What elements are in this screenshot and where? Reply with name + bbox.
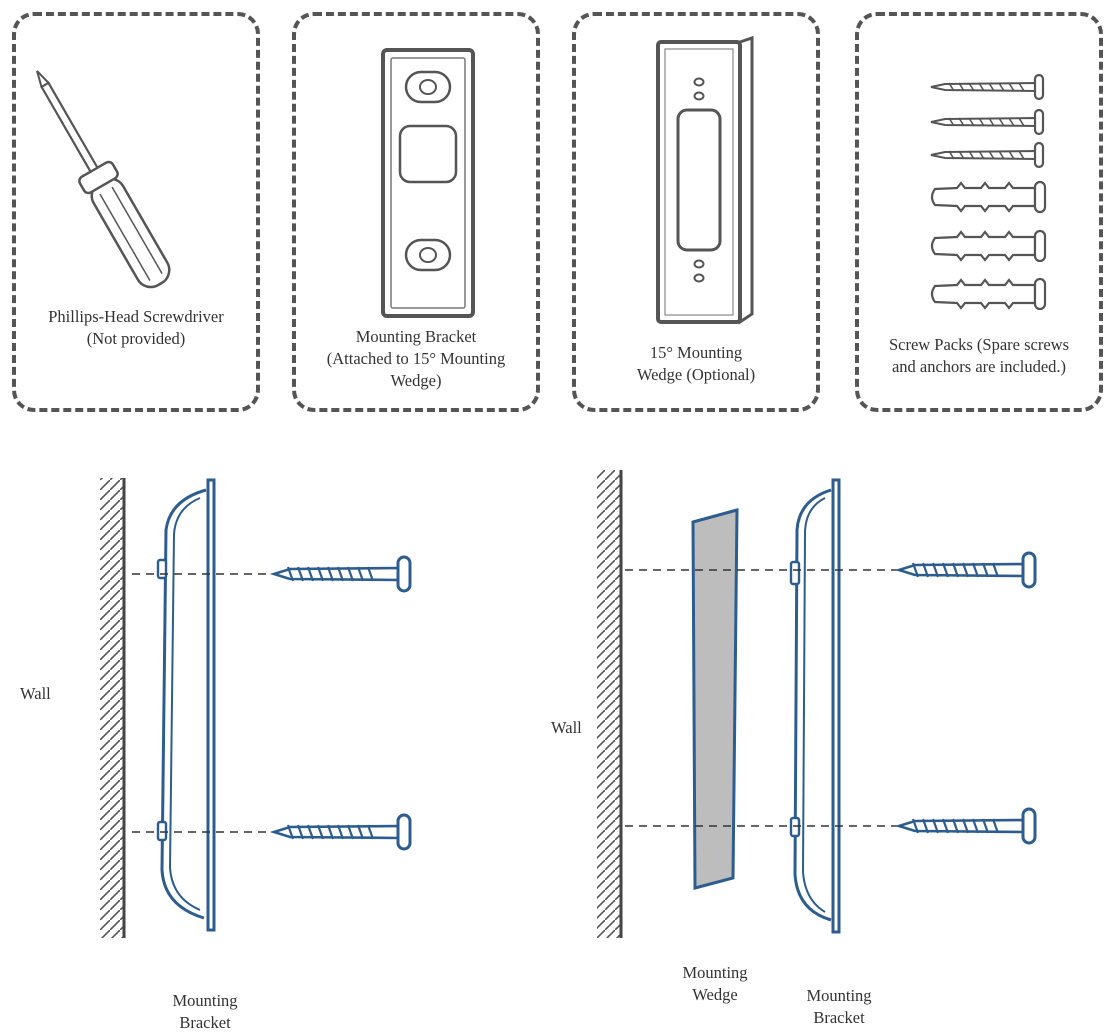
wall-hatching <box>100 478 124 938</box>
part-card-mounting-wedge: 15° Mounting Wedge (Optional) <box>572 12 820 412</box>
bracket-inner <box>168 497 201 911</box>
label-line: Mounting <box>806 986 872 1005</box>
wall-label-left: Wall <box>20 684 51 703</box>
screwdriver-icon <box>36 70 171 289</box>
part-note: (Attached to 15° Mounting <box>326 349 506 368</box>
bracket-tab-top <box>789 560 801 586</box>
part-name: Screw Packs (Spare screws <box>888 335 1070 354</box>
bracket-faceplate <box>206 478 216 932</box>
part-name: Mounting Bracket <box>355 327 477 346</box>
bracket-inner <box>801 497 826 913</box>
screw-icon <box>272 555 412 593</box>
bracket-body <box>160 488 207 920</box>
part-card-screwdriver: Phillips-Head Screwdriver (Not provided) <box>12 12 260 412</box>
bracket-tab-bottom <box>789 816 801 838</box>
wedge-label-right: Mounting Wedge <box>650 962 780 1006</box>
part-name: Phillips-Head Screwdriver <box>48 307 224 326</box>
install-diagram-with-wedge <box>597 470 1037 938</box>
label-line: Mounting <box>682 963 748 982</box>
bracket-tab-top <box>156 558 168 580</box>
wall-hatching <box>597 470 621 938</box>
part-name: 15° Mounting <box>649 343 743 362</box>
screw-icon <box>897 807 1037 845</box>
bracket-body <box>793 488 832 922</box>
wall-label-right: Wall <box>551 718 582 737</box>
part-label-screwdriver: Phillips-Head Screwdriver (Not provided) <box>16 306 256 350</box>
screw-icon <box>897 551 1037 589</box>
label-line: Bracket <box>179 1013 231 1032</box>
bracket-faceplate <box>831 478 841 934</box>
mounting-bracket-icon <box>381 48 475 318</box>
mounting-wedge-icon <box>656 35 754 325</box>
install-diagram-without-wedge <box>100 478 412 938</box>
part-card-screw-packs: Screw Packs (Spare screws and anchors ar… <box>855 12 1103 412</box>
bracket-label-left: Mounting Bracket <box>140 990 270 1034</box>
screw-icon <box>272 813 412 851</box>
part-label-mounting-wedge: 15° Mounting Wedge (Optional) <box>576 342 816 386</box>
part-label-mounting-bracket: Mounting Bracket (Attached to 15° Mounti… <box>296 326 536 392</box>
part-note: (Not provided) <box>86 329 186 348</box>
part-note: and anchors are included.) <box>891 357 1067 376</box>
bracket-label-right: Mounting Bracket <box>774 985 904 1029</box>
label-line: Wedge <box>692 985 738 1004</box>
label-line: Bracket <box>813 1008 865 1027</box>
label-line: Mounting <box>172 991 238 1010</box>
part-card-mounting-bracket: Mounting Bracket (Attached to 15° Mounti… <box>292 12 540 412</box>
bracket-tab-bottom <box>156 820 168 842</box>
part-label-screw-packs: Screw Packs (Spare screws and anchors ar… <box>859 334 1099 378</box>
wedge-shape <box>691 508 739 890</box>
part-note: Wedge) <box>390 371 442 390</box>
part-note: Wedge (Optional) <box>636 365 756 384</box>
